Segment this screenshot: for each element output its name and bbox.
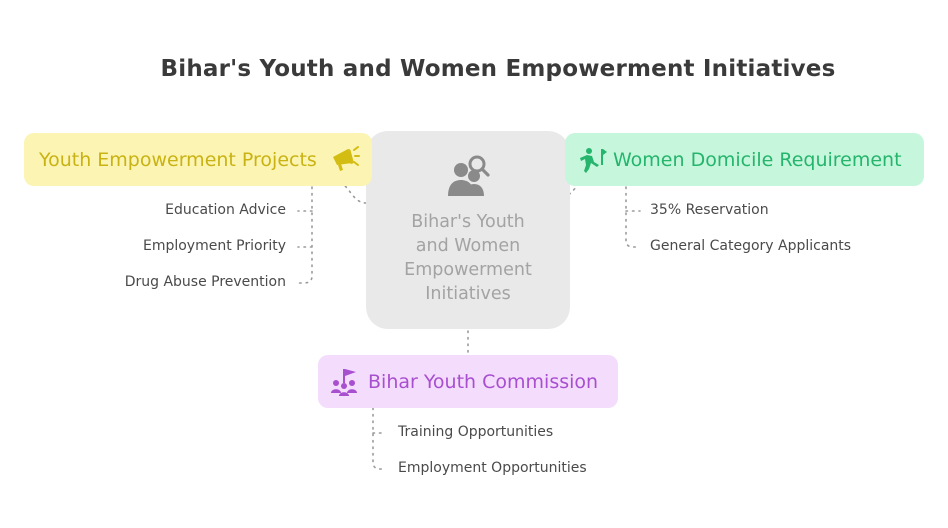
bihar-youth-commission-node: Bihar Youth Commission [318,355,618,408]
women-domicile-label: Women Domicile Requirement [613,148,902,171]
youth-item: Drug Abuse Prevention [124,274,286,290]
youth-empowerment-label: Youth Empowerment Projects [39,148,317,171]
connector-women-items [625,186,641,248]
megaphone-icon [333,146,360,171]
women-item: General Category Applicants [650,238,852,254]
center-label-line: and Women [415,236,521,256]
center-label: Bihar's Youth and Women Empowerment Init… [376,210,560,306]
group-flag-icon [331,368,357,396]
youth-empowerment-node: Youth Empowerment Projects [24,133,372,186]
center-label-line: Bihar's Youth [411,212,525,232]
connector-center-youth [344,185,367,204]
women-item: 35% Reservation [650,202,769,218]
connector-youth-items [297,186,313,284]
bihar-item: Employment Opportunities [398,460,587,476]
runner-flag-icon [580,147,607,173]
youth-item: Education Advice [165,202,286,218]
page-title: Bihar's Youth and Women Empowerment Init… [160,56,836,82]
center-label-line: Initiatives [425,284,511,304]
bihar-youth-commission-label: Bihar Youth Commission [368,370,599,393]
center-label-line: Empowerment [404,260,532,280]
youth-item: Employment Priority [142,238,286,254]
center-node: Bihar's Youth and Women Empowerment Init… [366,131,570,329]
women-domicile-node: Women Domicile Requirement [565,133,924,186]
users-search-icon [448,155,490,196]
connector-bihar-items [372,407,387,470]
bihar-item: Training Opportunities [398,424,554,440]
